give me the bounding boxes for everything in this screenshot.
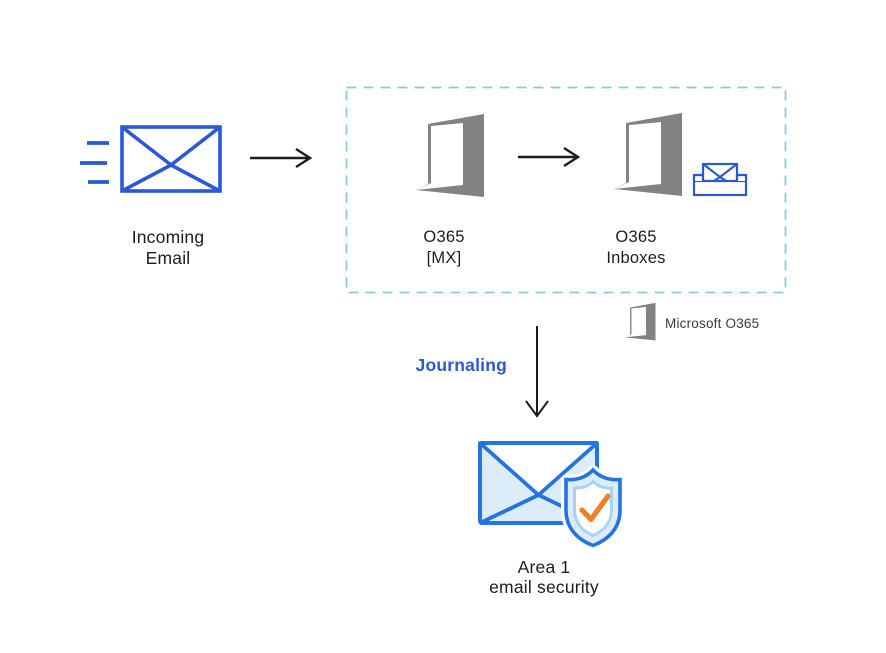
incoming-email-label: Incoming Email: [98, 227, 238, 269]
arrow-down-icon: [525, 326, 549, 418]
journaling-label: Journaling: [415, 355, 507, 375]
legend-label: Microsoft O365: [665, 316, 760, 331]
incoming-email-label-line1: Incoming: [131, 227, 205, 247]
envelope-icon: [120, 125, 222, 193]
shield-check-icon: [561, 465, 625, 550]
o365-mx-label-line2: [MX]: [426, 249, 462, 267]
arrow-right-1-icon: [250, 147, 313, 169]
o365-inboxes-label-line1: O365: [615, 228, 657, 246]
o365-mx-label-line1: O365: [423, 228, 465, 246]
office365-legend-icon: [624, 302, 656, 341]
speed-lines-icon: [80, 141, 109, 184]
area1-security-icon: [478, 441, 625, 550]
area1-label-line2: email security: [489, 577, 599, 597]
office365-inboxes-icon: [614, 113, 682, 196]
area1-label: Area 1 email security: [444, 557, 644, 597]
o365-inboxes-label-line2: Inboxes: [606, 249, 666, 267]
inbox-tray-icon: [692, 162, 748, 197]
o365-mx-label: O365 [MX]: [384, 227, 504, 269]
incoming-email-label-line2: Email: [145, 248, 191, 268]
arrow-right-2-icon: [518, 146, 581, 168]
incoming-email-icon: [80, 125, 222, 193]
area1-label-line1: Area 1: [517, 557, 571, 577]
o365-inboxes-label: O365 Inboxes: [576, 227, 696, 269]
office365-mx-icon: [416, 114, 484, 197]
